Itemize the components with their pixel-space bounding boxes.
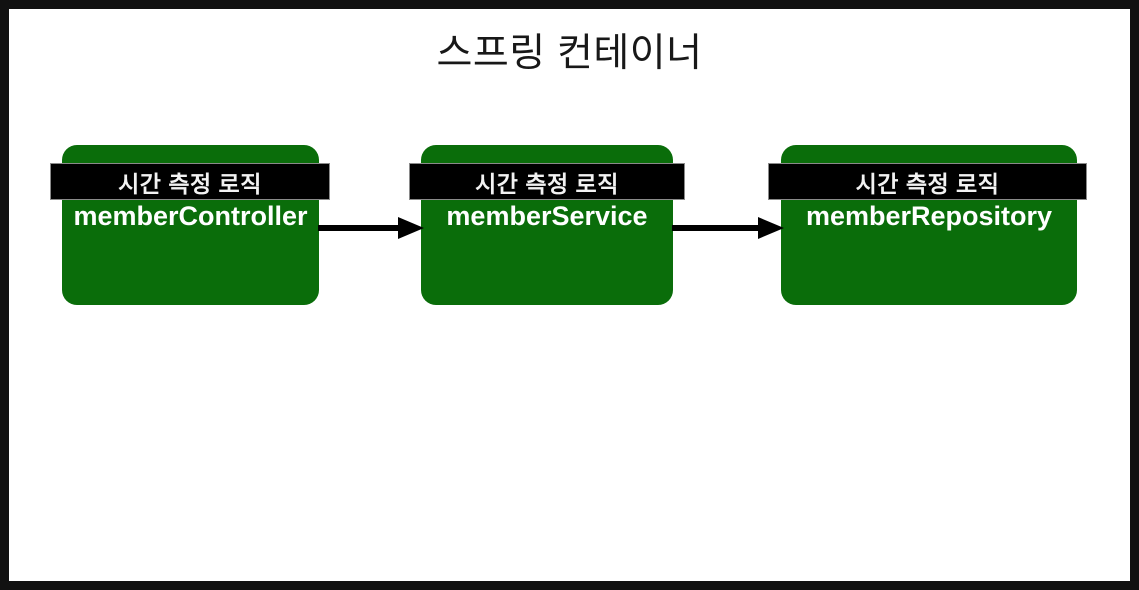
frame-border-bottom xyxy=(0,581,1139,590)
proxy-banner-member-service: 시간 측정 로직 xyxy=(409,163,685,200)
frame-border-right xyxy=(1130,0,1139,590)
diagram-title: 스프링 컨테이너 xyxy=(436,32,703,75)
proxy-banner-label-member-controller: 시간 측정 로직 xyxy=(118,170,262,197)
proxy-banner-member-repository: 시간 측정 로직 xyxy=(768,163,1087,200)
proxy-banner-label-member-repository: 시간 측정 로직 xyxy=(855,170,1000,197)
bean-label-member-controller: memberController xyxy=(73,201,308,231)
frame-border-top xyxy=(0,0,1139,9)
arrow-controller-to-service-icon xyxy=(318,215,424,241)
bean-label-member-service: memberService xyxy=(446,201,648,231)
proxy-banner-label-member-service: 시간 측정 로직 xyxy=(475,170,619,197)
bean-label-member-repository: memberRepository xyxy=(805,201,1053,231)
proxy-banner-member-controller: 시간 측정 로직 xyxy=(50,163,330,200)
frame-border-left xyxy=(0,0,9,590)
arrow-service-to-repository-icon xyxy=(672,215,784,241)
